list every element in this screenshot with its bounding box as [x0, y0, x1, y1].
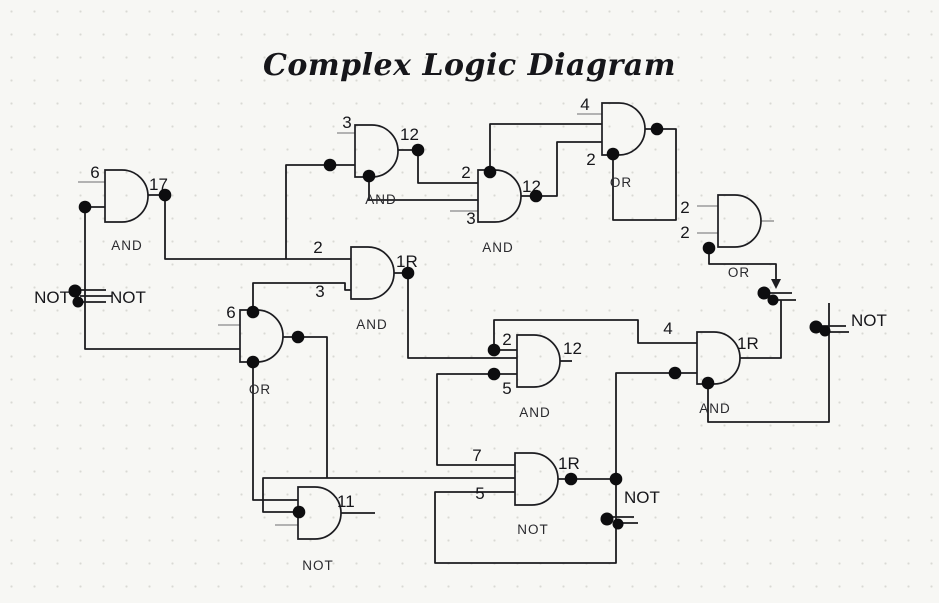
junction-dot — [246, 305, 260, 319]
and-gate-5-label: AND — [699, 401, 731, 416]
and-gate-4 — [350, 246, 395, 300]
wire — [436, 373, 515, 466]
wire — [615, 372, 697, 479]
pin-label: 4 — [663, 319, 672, 338]
wire — [434, 479, 617, 564]
pin-label: 1R — [737, 334, 759, 353]
junction-dot — [483, 165, 497, 179]
wire — [394, 272, 517, 359]
and-gate-2-label: AND — [365, 192, 397, 207]
or-gate-1-label: OR — [610, 175, 632, 190]
junction-dot — [564, 472, 578, 486]
junction-dot — [291, 330, 305, 344]
arrow-down-icon — [771, 279, 781, 289]
or-gate-3 — [239, 309, 284, 363]
wire — [148, 194, 351, 260]
wire — [262, 477, 327, 513]
not-mark-mid-dot — [757, 286, 771, 300]
wire — [489, 123, 602, 172]
junction-dot — [609, 472, 623, 486]
junction-dot — [411, 143, 425, 157]
pin-label: 2 — [586, 150, 595, 169]
and-gate-4-label: AND — [356, 317, 388, 332]
junction-dot — [701, 376, 715, 390]
not-gate-3 — [297, 486, 342, 540]
pin-label: 12 — [400, 125, 419, 144]
not-mark-bottom-dot — [600, 512, 614, 526]
wire — [612, 128, 677, 221]
junction-dot — [246, 355, 260, 369]
pin-label: 6 — [90, 163, 99, 182]
junction-dot — [78, 200, 92, 214]
not-gate-2 — [514, 452, 559, 506]
pin-label: 1R — [558, 454, 580, 473]
or-gate-3-label: OR — [249, 382, 271, 397]
pin-label: 6 — [226, 303, 235, 322]
not-mark-left-label: NOT — [110, 288, 146, 307]
not-mark-bottom-label: NOT — [624, 488, 660, 507]
and-gate-2 — [354, 124, 399, 178]
diagram-title: Complex Logic Diagram — [263, 48, 676, 83]
pin-label: 11 — [337, 492, 355, 511]
not-mark-right-dot — [819, 325, 831, 337]
wire — [368, 176, 478, 201]
wire — [707, 303, 830, 423]
and-gate-5 — [696, 331, 741, 385]
pin-label: 12 — [563, 339, 582, 358]
or-gate-1 — [601, 102, 646, 156]
junction-dot — [529, 189, 543, 203]
or-gate-2 — [717, 194, 762, 248]
pin-label: 2 — [680, 223, 689, 242]
pin-label: 2 — [313, 238, 322, 257]
not-mark-right-label: NOT — [851, 311, 887, 330]
junction-dot — [487, 343, 501, 357]
junction-dot — [401, 266, 415, 280]
not-mark-right-dot — [809, 320, 823, 334]
pin-label: 4 — [580, 95, 589, 114]
and-gate-1 — [104, 169, 149, 223]
not-gate-2-label: NOT — [517, 522, 549, 537]
junction-dot — [292, 505, 306, 519]
junction-dot — [606, 147, 620, 161]
pin-label: 3 — [466, 209, 475, 228]
not-mark-mid-dot — [767, 294, 779, 306]
junction-dot — [668, 366, 682, 380]
not-mark-left-dot — [68, 284, 82, 298]
junction-dot — [323, 158, 337, 172]
wire — [740, 300, 782, 359]
wire — [84, 207, 240, 350]
pin-label: 1R — [396, 252, 418, 271]
pin-label: 5 — [475, 484, 484, 503]
pin-label: 7 — [472, 446, 481, 465]
junction-dot — [487, 367, 501, 381]
pin-label: 5 — [502, 379, 511, 398]
and-gate-3-label: AND — [482, 240, 514, 255]
not-mark-left-label: NOT — [34, 288, 70, 307]
junction-dot — [702, 241, 716, 255]
pin-label: 2 — [680, 198, 689, 217]
wire — [398, 149, 478, 184]
pin-label: 3 — [315, 282, 324, 301]
junction-dot — [158, 188, 172, 202]
wire — [283, 336, 328, 478]
wire — [493, 319, 697, 350]
pin-label: 2 — [461, 163, 470, 182]
wire — [252, 282, 351, 312]
wire — [252, 362, 298, 501]
pin-label: 2 — [502, 330, 511, 349]
junction-dot — [362, 169, 376, 183]
or-gate-2-label: OR — [728, 265, 750, 280]
not-mark-bottom-dot — [612, 518, 624, 530]
junction-dot — [650, 122, 664, 136]
not-gate-3-label: NOT — [302, 558, 334, 573]
and-gate-6 — [516, 334, 561, 388]
and-gate-6-label: AND — [519, 405, 551, 420]
and-gate-3 — [477, 169, 522, 223]
not-mark-left-dot — [72, 296, 84, 308]
wire — [708, 248, 777, 284]
and-gate-1-label: AND — [111, 238, 143, 253]
pin-label: 3 — [342, 113, 351, 132]
